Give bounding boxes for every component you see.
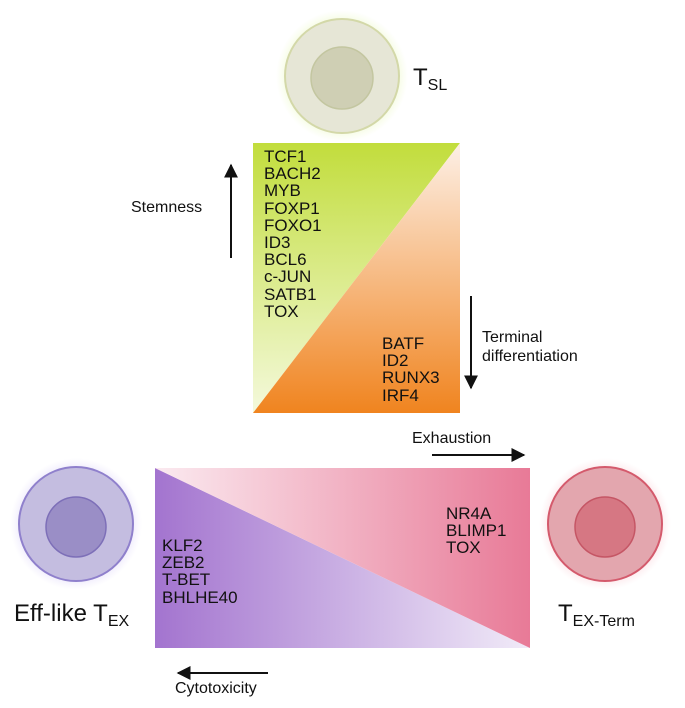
terminal-label: Terminal differentiation (482, 328, 578, 366)
gene: IRF4 (382, 385, 419, 405)
tsl-cell (276, 10, 408, 142)
gene: BHLHE40 (162, 587, 238, 607)
eff-label: Eff-like TEX (14, 600, 130, 630)
gene: KLF2 (162, 536, 203, 555)
exhaustion-triangle (155, 468, 530, 648)
gene: c-JUN (264, 267, 312, 287)
exhausted-gene-list: NR4A BLIMP1 TOX (446, 505, 506, 557)
gene: BATF (382, 334, 425, 353)
terminal-gene-list: BATF ID2 RUNX3 IRF4 (382, 335, 440, 404)
gene: RUNX3 (382, 368, 440, 388)
terminal-triangle (253, 143, 460, 413)
gene: BACH2 (264, 164, 321, 184)
gene: FOXP1 (264, 198, 320, 218)
stemness-gene-list: TCF1 BACH2 MYB FOXP1 FOXO1 ID3 BCL6 c-JU… (264, 148, 322, 320)
term-cell-nucleus (574, 496, 636, 558)
gene: TOX (264, 301, 299, 321)
gene: BCL6 (264, 250, 307, 270)
terminal-label-line1: Terminal (482, 329, 543, 346)
gene: ID2 (382, 351, 409, 371)
cytotoxicity-label: Cytotoxicity (175, 680, 257, 697)
gene: BLIMP1 (446, 521, 507, 541)
gene: ID3 (264, 233, 291, 253)
gene: NR4A (446, 504, 492, 523)
exhaustion-label: Exhaustion (412, 430, 492, 447)
tsl-label: TSL (413, 64, 448, 94)
tsl-cell-nucleus (310, 46, 374, 110)
effector-gene-list: KLF2 ZEB2 T-BET BHLHE40 (162, 537, 238, 606)
terminal-label-line2: differentiation (482, 348, 578, 365)
gene: TOX (446, 538, 481, 558)
eff-cell (10, 458, 142, 590)
term-cell (539, 458, 671, 590)
eff-cell-nucleus (45, 496, 107, 558)
term-label: TEX-Term (558, 600, 635, 630)
gene: T-BET (162, 570, 211, 590)
gene: SATB1 (264, 284, 317, 304)
gene: TCF1 (264, 147, 307, 166)
gene: FOXO1 (264, 215, 322, 235)
gene: ZEB2 (162, 553, 205, 573)
stemness-label: Stemness (131, 199, 203, 216)
gene: MYB (264, 181, 301, 201)
